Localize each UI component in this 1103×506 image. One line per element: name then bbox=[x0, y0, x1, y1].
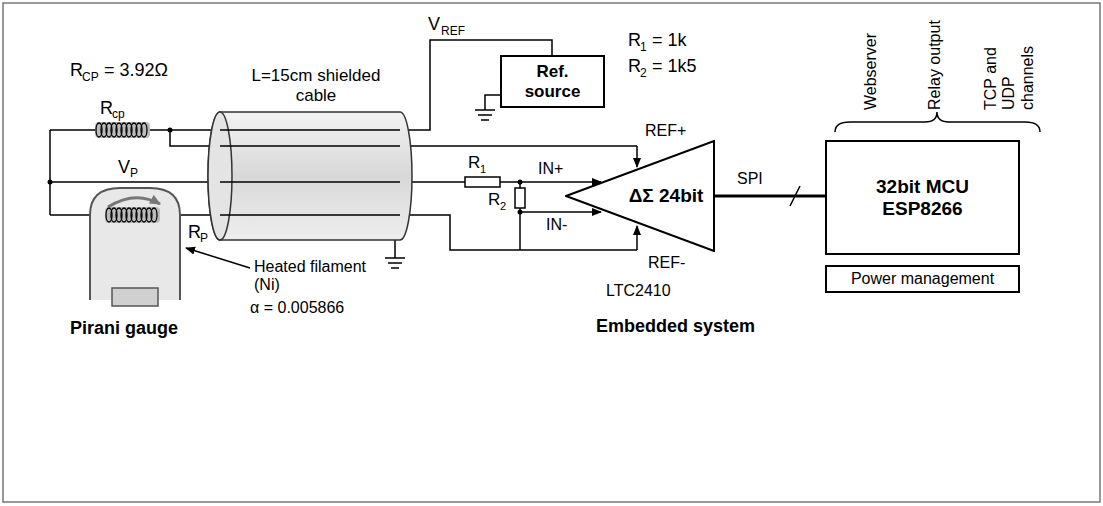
signal-label: P bbox=[200, 232, 208, 246]
leader-line bbox=[186, 248, 250, 268]
signal-label: = 3.92Ω bbox=[104, 60, 168, 81]
signal-label: Heated filament (Ni) bbox=[254, 258, 384, 295]
signal-label: R bbox=[100, 98, 113, 119]
signal-label: R bbox=[468, 153, 480, 173]
shielded-cable bbox=[208, 112, 412, 240]
signal-label: REF+ bbox=[645, 122, 686, 140]
signal-label: = 1k bbox=[652, 30, 687, 51]
signal-label: V bbox=[428, 14, 440, 35]
signal-label: IN+ bbox=[538, 160, 563, 178]
signal-label: R bbox=[628, 30, 641, 51]
frame bbox=[3, 3, 1100, 502]
wires bbox=[50, 40, 1040, 268]
spi-bus bbox=[715, 195, 825, 198]
coil-symbol bbox=[95, 122, 160, 223]
signal-label: 2 bbox=[500, 200, 506, 213]
signal-label: R bbox=[628, 56, 641, 77]
node-text: Ref. source bbox=[517, 62, 589, 101]
bus-label: SPI bbox=[737, 170, 763, 188]
signal-label: 1 bbox=[640, 41, 647, 55]
function-label: Relay output bbox=[926, 20, 944, 110]
signal-label: REF- bbox=[648, 254, 685, 272]
adc-triangle: ΔΣ 24bit bbox=[565, 140, 715, 252]
signal-label: CP bbox=[82, 71, 99, 85]
signal-label: L=15cm shielded cable bbox=[236, 66, 396, 105]
signal-label: IN- bbox=[546, 216, 567, 234]
signal-label: R bbox=[188, 222, 201, 243]
signal-label: R bbox=[488, 190, 500, 210]
mcu-box: 32bit MCU ESP8266 bbox=[825, 140, 1020, 255]
signal-label: Pirani gauge bbox=[70, 318, 178, 339]
function-label: TCP and UDP channels bbox=[982, 10, 1037, 110]
pirani-bulb bbox=[90, 188, 180, 306]
signal-label: REF bbox=[441, 25, 465, 39]
signal-label: P bbox=[130, 167, 138, 181]
node-text: ΔΣ 24bit bbox=[629, 185, 704, 207]
signal-label: α = 0.005866 bbox=[250, 299, 344, 317]
signal-label: cp bbox=[112, 108, 125, 122]
function-label: Webserver bbox=[862, 33, 880, 110]
power-box: Power management bbox=[825, 265, 1020, 293]
node-text: Power management bbox=[851, 270, 994, 288]
signal-label: 1 bbox=[480, 163, 486, 176]
signal-label: LTC2410 bbox=[606, 282, 671, 300]
signal-label: Embedded system bbox=[596, 316, 755, 337]
signal-label: 2 bbox=[640, 67, 647, 81]
signal-label: = 1k5 bbox=[652, 56, 697, 77]
node-text: 32bit MCU ESP8266 bbox=[865, 176, 980, 220]
signal-label: V bbox=[118, 157, 130, 178]
source-box: Ref. source bbox=[500, 55, 605, 108]
signal-label: R bbox=[70, 60, 83, 81]
